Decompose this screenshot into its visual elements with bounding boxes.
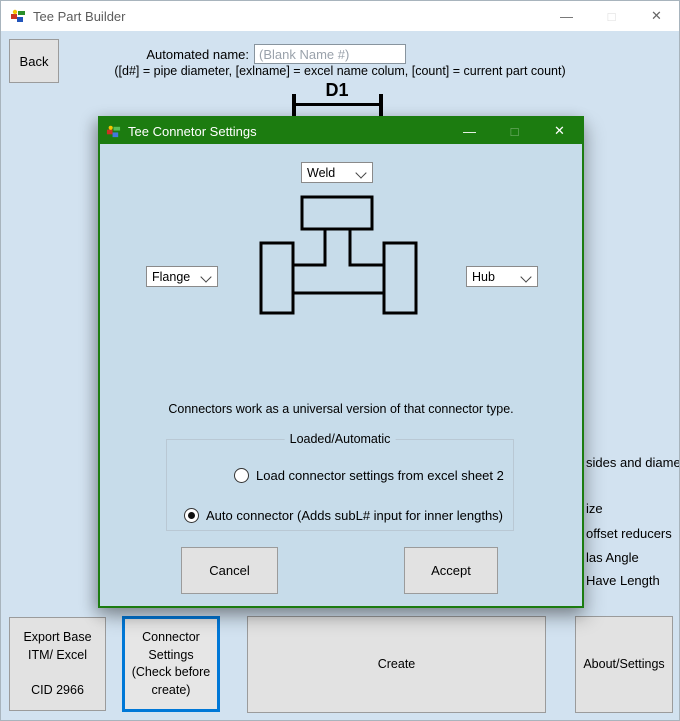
dialog-maximize-icon[interactable]: □ — [510, 123, 519, 139]
radio-auto-connector[interactable]: Auto connector (Adds subL# input for inn… — [184, 508, 503, 523]
occluded-label-offset-reducers: offset reducers — [586, 526, 672, 541]
radio-unchecked-icon[interactable] — [234, 468, 249, 483]
group-title: Loaded/Automatic — [284, 432, 396, 446]
dialog-titlebar: Tee Connetor Settings — □ ✕ — [100, 118, 582, 144]
right-connector-value: Hub — [472, 269, 495, 284]
radio-load-connector[interactable]: Load connector settings from excel sheet… — [234, 468, 504, 483]
window-controls: — □ ✕ — [544, 1, 679, 31]
maximize-icon[interactable]: □ — [607, 8, 616, 24]
create-button[interactable]: Create — [247, 616, 546, 713]
chevron-down-icon — [200, 271, 212, 283]
dialog-app-icon — [106, 124, 121, 139]
automated-name-label: Automated name: — [146, 47, 249, 62]
about-settings-button[interactable]: About/Settings — [575, 616, 673, 713]
window-title: Tee Part Builder — [33, 8, 126, 24]
right-connector-select[interactable]: Hub — [466, 266, 538, 287]
close-icon[interactable]: ✕ — [651, 8, 662, 23]
dialog-minimize-icon[interactable]: — — [463, 123, 476, 139]
minimize-icon[interactable]: — — [560, 8, 573, 24]
dialog-title: Tee Connetor Settings — [128, 123, 257, 139]
back-button[interactable]: Back — [9, 39, 59, 83]
dialog-window-controls: — □ ✕ — [447, 118, 582, 144]
radio-checked-icon[interactable] — [184, 508, 199, 523]
occluded-label-have-length: Have Length — [586, 573, 660, 588]
occluded-label-las-angle: las Angle — [586, 550, 639, 565]
cancel-button[interactable]: Cancel — [181, 547, 278, 594]
top-connector-select[interactable]: Weld — [301, 162, 373, 183]
left-connector-select[interactable]: Flange — [146, 266, 218, 287]
name-hint-text: ([d#] = pipe diameter, [exlname] = excel… — [114, 64, 566, 78]
radio-load-label: Load connector settings from excel sheet… — [256, 468, 504, 483]
titlebar: Tee Part Builder — □ ✕ — [1, 1, 679, 31]
occluded-label-sides-and-diameter: sides and diameter — [586, 455, 680, 470]
tee-connector-settings-dialog: Tee Connetor Settings — □ ✕ Weld Flange — [98, 116, 584, 608]
loaded-automatic-group: Loaded/Automatic — [166, 432, 514, 531]
accept-button[interactable]: Accept — [404, 547, 498, 594]
connector-description-text: Connectors work as a universal version o… — [168, 402, 514, 416]
chevron-down-icon — [355, 167, 367, 179]
export-base-button[interactable]: Export Base ITM/ Excel CID 2966 — [9, 617, 106, 711]
top-connector-value: Weld — [307, 165, 336, 180]
dimension-line — [293, 103, 382, 106]
left-connector-value: Flange — [152, 269, 191, 284]
chevron-down-icon — [520, 271, 532, 283]
dimension-tick-right — [379, 94, 383, 116]
automated-name-input[interactable] — [254, 44, 406, 64]
radio-auto-label: Auto connector (Adds subL# input for inn… — [206, 508, 504, 523]
connector-settings-button[interactable]: Connector Settings (Check before create) — [122, 616, 220, 712]
dimension-d1-label: D1 — [325, 80, 349, 100]
dialog-close-icon[interactable]: ✕ — [554, 123, 565, 138]
app-icon — [10, 8, 26, 24]
tee-diagram — [259, 195, 418, 315]
dimension-tick-left — [292, 94, 296, 116]
occluded-label-ize: ize — [586, 501, 603, 516]
